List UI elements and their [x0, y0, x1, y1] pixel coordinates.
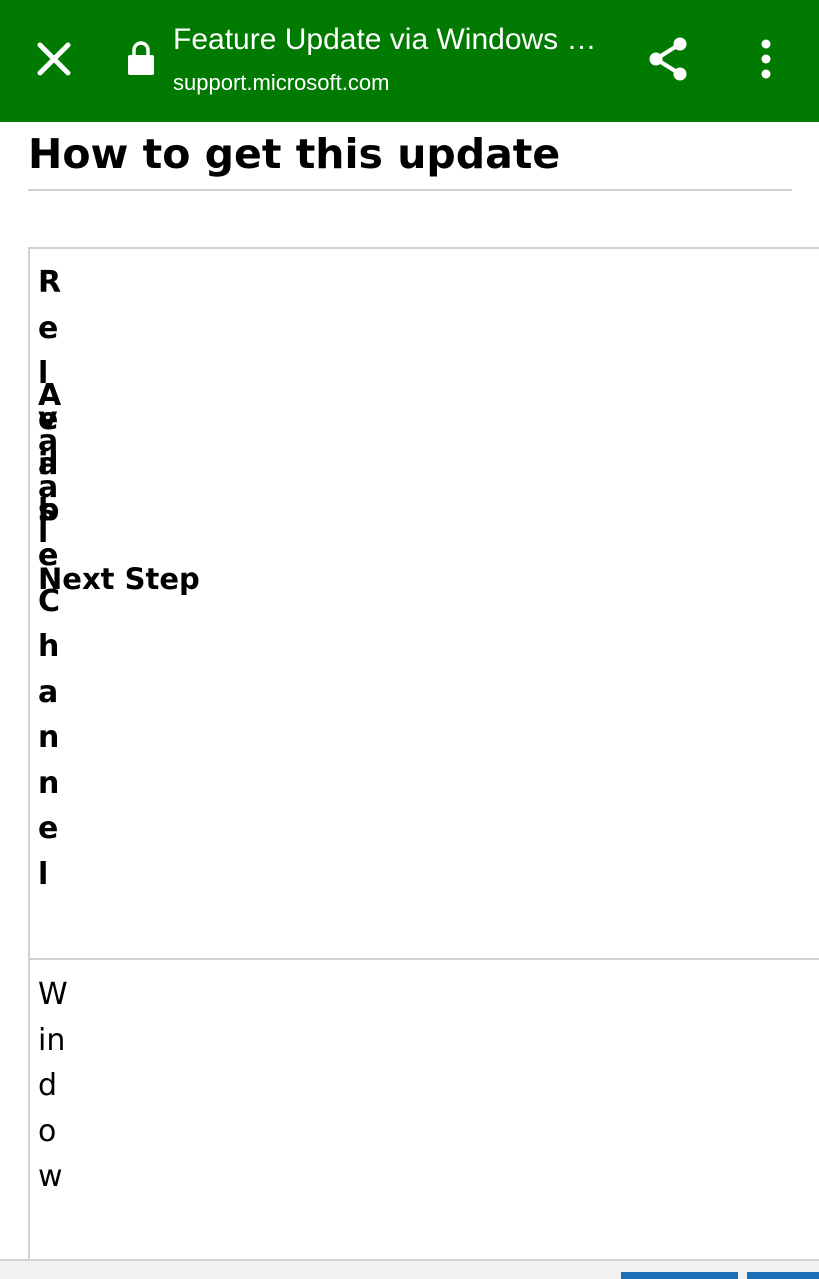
update-table	[28, 247, 819, 1279]
bottom-button-1[interactable]	[621, 1272, 738, 1279]
share-icon[interactable]	[644, 35, 692, 83]
more-vert-icon[interactable]	[742, 35, 790, 83]
page-domain[interactable]: support.microsoft.com	[173, 70, 390, 95]
page-title[interactable]: Feature Update via Windows …	[173, 23, 597, 56]
table-row-divider	[28, 958, 819, 960]
table-header-next-step: Next Step	[38, 562, 200, 596]
close-icon[interactable]	[30, 35, 78, 83]
table-header-release-channel: Release Channel	[38, 265, 62, 892]
table-header-available: Available	[38, 378, 62, 574]
bottom-button-2[interactable]	[747, 1272, 819, 1279]
section-heading: How to get this update	[28, 130, 561, 178]
table-cell-release-channel: Window	[38, 977, 68, 1194]
lock-icon	[128, 41, 154, 75]
browser-toolbar: Feature Update via Windows … support.mic…	[0, 0, 819, 122]
bottom-bar	[0, 1259, 819, 1279]
heading-divider	[28, 189, 792, 191]
